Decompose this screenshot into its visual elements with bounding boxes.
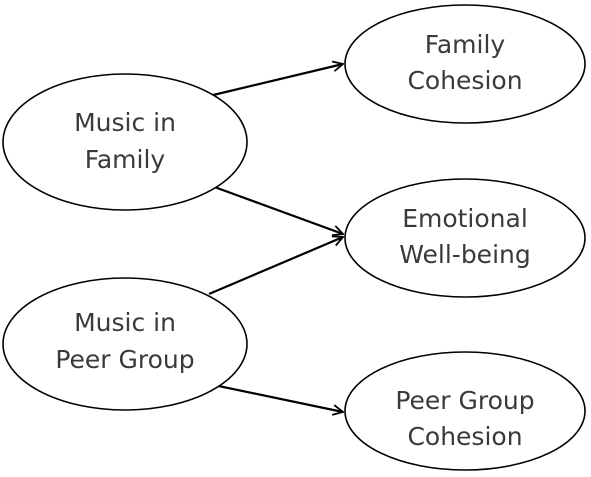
edge-music-family-to-family-cohesion <box>208 64 343 98</box>
node-label-line: Well-being <box>399 240 530 269</box>
node-family-cohesion: Family Cohesion <box>344 4 586 124</box>
edge-music-family-to-emotional-wellbeing <box>208 183 343 234</box>
node-label-line: Peer Group <box>55 345 194 374</box>
node-music-in-peer-group: Music in Peer Group <box>2 277 248 411</box>
node-label-line: Cohesion <box>407 422 522 451</box>
node-music-in-family: Music in Family <box>2 73 248 211</box>
edge-music-peer-to-emotional-wellbeing <box>208 237 343 296</box>
node-label-line: Music in <box>74 108 176 137</box>
node-label-line: Cohesion <box>407 66 522 95</box>
node-label-line: Emotional <box>402 204 528 233</box>
node-label-line: Family <box>425 30 506 59</box>
node-emotional-well-being: Emotional Well-being <box>344 178 586 298</box>
node-label-line: Music in <box>74 308 176 337</box>
node-peer-group-cohesion: Peer Group Cohesion <box>344 351 586 471</box>
edge-music-peer-to-peer-cohesion <box>208 382 343 412</box>
node-label-line: Family <box>85 145 166 174</box>
node-label-line: Peer Group <box>395 386 534 415</box>
